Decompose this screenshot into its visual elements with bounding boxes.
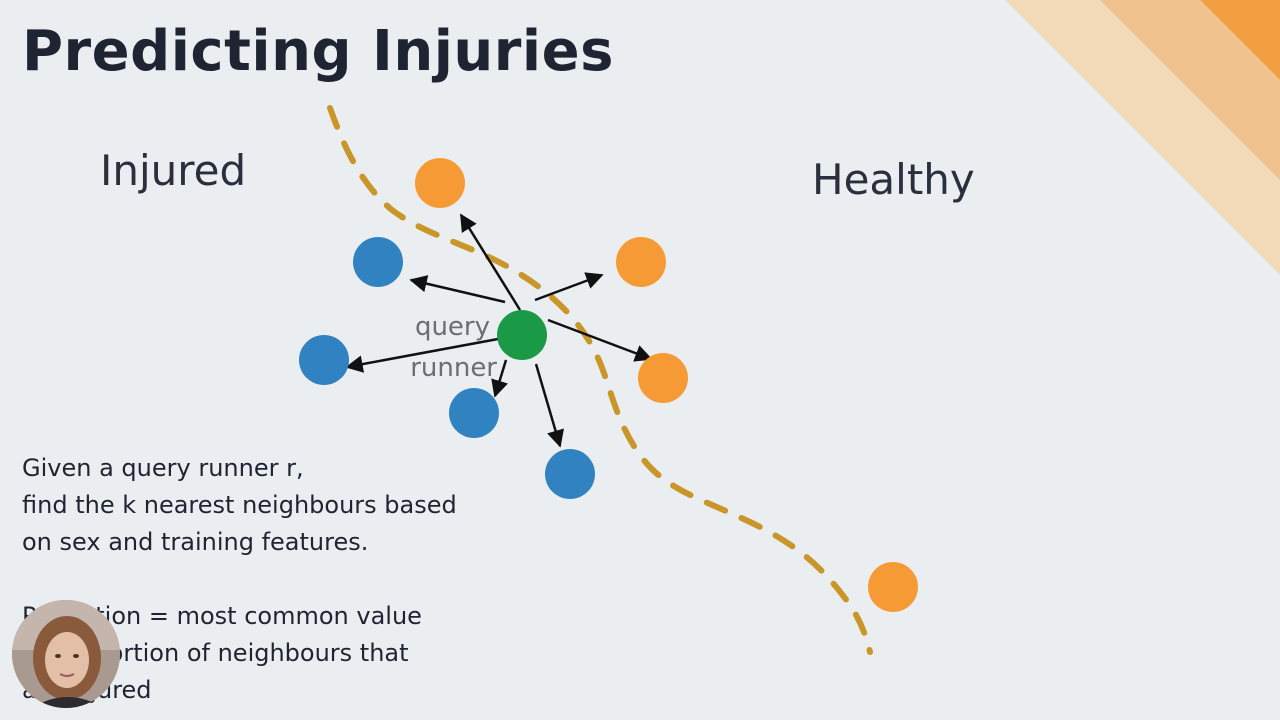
injured-point <box>353 237 403 287</box>
injured-point <box>449 388 499 438</box>
stripe-mid <box>1100 0 1280 180</box>
arrow-to-injured-upper-left <box>409 275 506 304</box>
arrow-to-healthy-right <box>534 272 604 302</box>
presenter-avatar <box>12 600 120 708</box>
healthy-class-label: Healthy <box>812 155 975 204</box>
query-label-line1: query <box>415 312 490 342</box>
arrow-to-healthy-top <box>459 213 522 311</box>
query-point <box>497 310 547 360</box>
injured-point <box>545 449 595 499</box>
description-line: Given a query runner r, <box>22 454 304 482</box>
presenter-webcam-icon <box>12 600 120 708</box>
injured-point <box>299 335 349 385</box>
description-line: find the k nearest neighbours based <box>22 491 457 519</box>
healthy-point <box>616 237 666 287</box>
arrow-to-healthy-lower-right <box>547 318 653 362</box>
healthy-point <box>415 158 465 208</box>
injured-class-label: Injured <box>100 146 247 195</box>
arrow-to-injured-below <box>491 359 508 398</box>
healthy-point <box>638 353 688 403</box>
arrow-to-injured-left <box>345 337 499 373</box>
description-line: on sex and training features. <box>22 528 369 556</box>
query-label-line2: runner <box>410 353 497 383</box>
stripe-light <box>1005 0 1280 275</box>
stripe-dark <box>1200 0 1280 80</box>
decision-boundary <box>327 105 873 655</box>
arrow-to-injured-lower <box>534 363 564 448</box>
slide-title: Predicting Injuries <box>22 19 614 84</box>
healthy-point <box>868 562 918 612</box>
